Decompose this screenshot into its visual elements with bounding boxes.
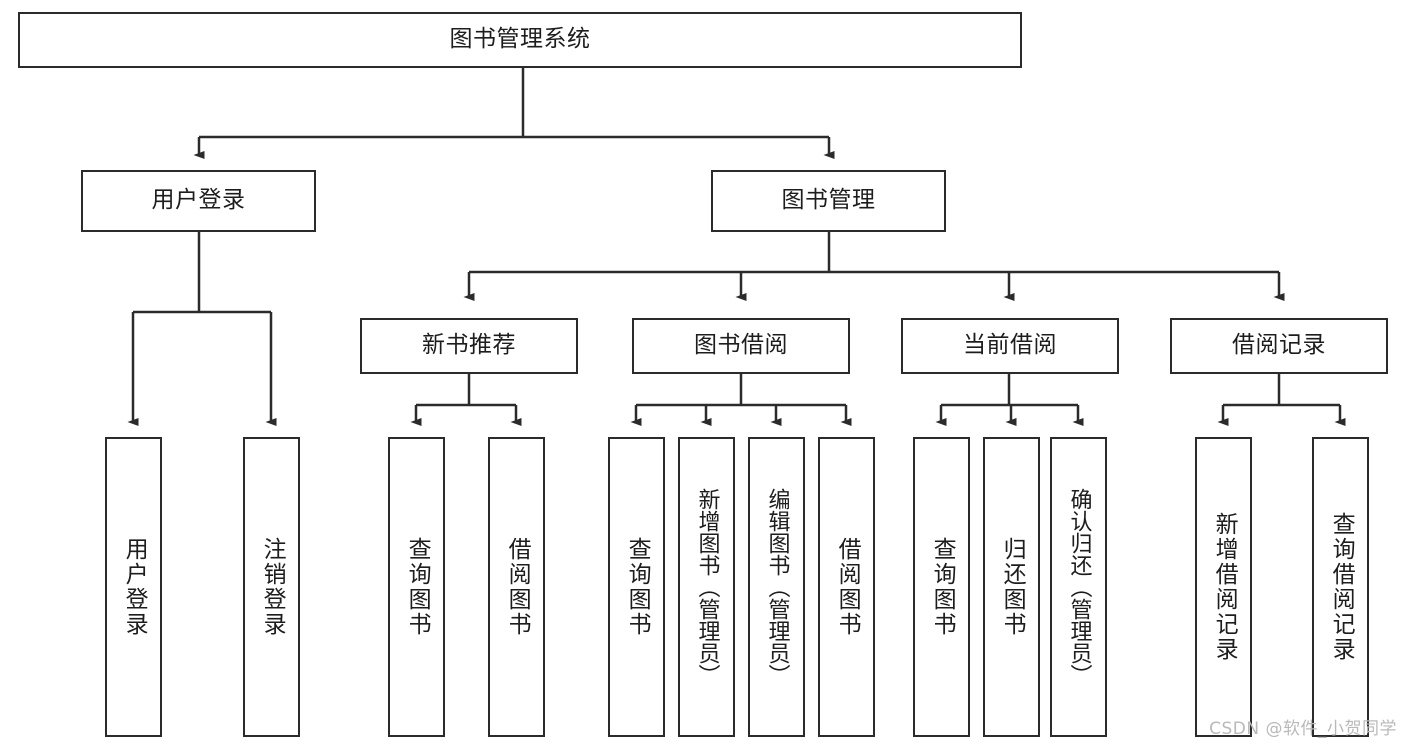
node-leaf-borrow-book-1-label: 借阅图书 [504,537,531,637]
node-leaf-user-login[interactable]: 用户登录 [105,437,162,737]
node-leaf-borrow-book-2-label: 借阅图书 [834,537,861,637]
node-leaf-logout-login[interactable]: 注销登录 [243,437,300,737]
node-leaf-logout-login-label: 注销登录 [259,537,286,637]
watermark: CSDN @软件_小贺同学 [1209,719,1397,739]
node-leaf-add-book[interactable]: 新增图书（管理员） [678,437,735,737]
node-leaf-query-book-2-label: 查询图书 [624,537,651,637]
node-leaf-return-book-label: 归还图书 [999,537,1026,637]
node-leaf-add-record[interactable]: 新增借阅记录 [1195,437,1252,737]
node-book-manage[interactable]: 图书管理 [711,170,946,232]
node-user-login-label: 用户登录 [151,187,246,214]
node-new-book-recommend[interactable]: 新书推荐 [360,318,578,374]
node-leaf-query-book-3-label: 查询图书 [929,537,956,637]
node-leaf-query-book-1-label: 查询图书 [404,537,431,637]
node-new-book-recommend-label: 新书推荐 [422,332,516,359]
node-leaf-edit-book-label: 编辑图书（管理员） [764,488,790,686]
node-current-borrow-label: 当前借阅 [963,332,1057,359]
node-leaf-borrow-book-1[interactable]: 借阅图书 [488,437,545,737]
node-root-label: 图书管理系统 [449,26,591,53]
node-leaf-query-book-3[interactable]: 查询图书 [913,437,970,737]
node-leaf-return-book[interactable]: 归还图书 [983,437,1040,737]
node-borrow-record[interactable]: 借阅记录 [1170,318,1388,374]
node-leaf-confirm-return-label: 确认归还（管理员） [1066,488,1092,686]
node-leaf-user-login-label: 用户登录 [121,537,148,637]
node-leaf-query-record[interactable]: 查询借阅记录 [1312,437,1369,737]
node-borrow-record-label: 借阅记录 [1232,332,1326,359]
node-leaf-edit-book[interactable]: 编辑图书（管理员） [748,437,805,737]
node-leaf-confirm-return[interactable]: 确认归还（管理员） [1050,437,1107,737]
node-leaf-add-book-label: 新增图书（管理员） [694,488,720,686]
node-leaf-add-record-label: 新增借阅记录 [1211,512,1238,662]
node-user-login[interactable]: 用户登录 [81,170,316,232]
node-leaf-query-book-2[interactable]: 查询图书 [608,437,665,737]
node-book-manage-label: 图书管理 [781,187,876,214]
node-book-borrow[interactable]: 图书借阅 [632,318,850,374]
node-leaf-query-book-1[interactable]: 查询图书 [388,437,445,737]
node-leaf-borrow-book-2[interactable]: 借阅图书 [818,437,875,737]
node-root[interactable]: 图书管理系统 [18,12,1022,68]
node-book-borrow-label: 图书借阅 [694,332,788,359]
node-leaf-query-record-label: 查询借阅记录 [1328,512,1355,662]
node-current-borrow[interactable]: 当前借阅 [901,318,1119,374]
